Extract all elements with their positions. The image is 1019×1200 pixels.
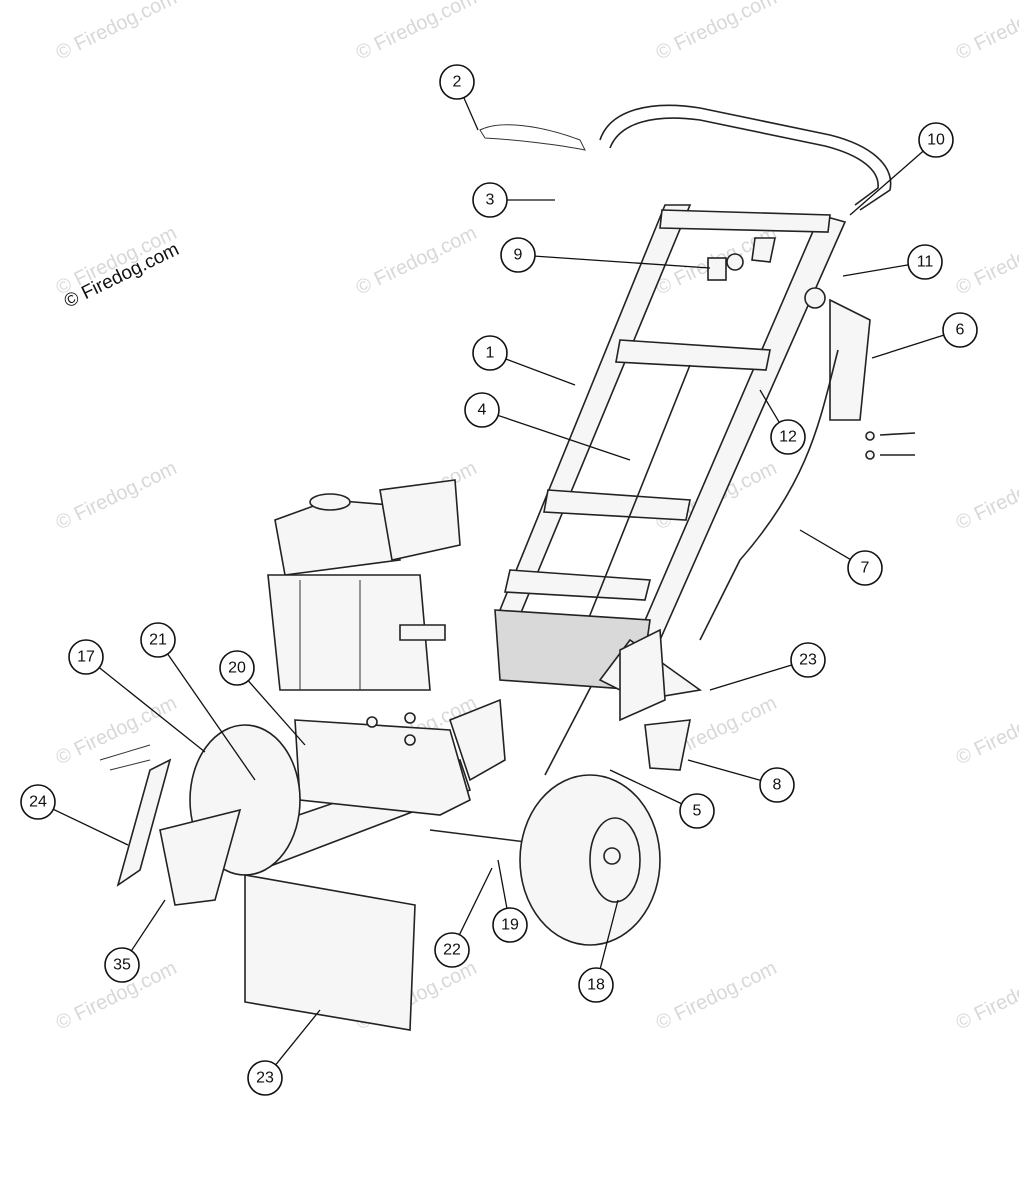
callout-number: 19 — [501, 917, 519, 934]
callout-number: 21 — [149, 632, 167, 649]
watermark-text: © Firedog.com — [353, 0, 481, 64]
callout-leader-line — [799, 529, 851, 560]
callout-circle — [472, 335, 508, 371]
callout-circle — [20, 784, 56, 820]
watermark-text: © Firedog.com — [953, 457, 1019, 534]
callout-leader-line — [53, 808, 129, 846]
callout-leader-line — [98, 667, 206, 753]
callout-circle — [759, 767, 795, 803]
callout-leader-line — [609, 769, 682, 805]
callout-number: 10 — [927, 132, 945, 149]
watermark-text: © Firedog.com — [953, 0, 1019, 64]
watermark-text: © Firedog.com — [653, 957, 781, 1034]
callout-circle — [918, 122, 954, 158]
callout-leader-line — [849, 150, 924, 216]
callout-number: 3 — [486, 192, 495, 209]
callout-circle — [500, 237, 536, 273]
callout-leader-line — [247, 680, 306, 746]
watermark-text: © Firedog.com — [953, 692, 1019, 769]
callout-circle — [439, 64, 475, 100]
watermark-text: © Firedog.com — [53, 0, 181, 64]
callout-circle — [679, 793, 715, 829]
callout-leader-line — [534, 255, 711, 269]
callout-circle — [104, 947, 140, 983]
callout-leader-line — [599, 899, 619, 969]
callout-leader-line — [497, 414, 631, 461]
callout-leader-line — [458, 867, 493, 936]
callout-leader-line — [130, 899, 166, 952]
callout-number: 12 — [779, 429, 797, 446]
callout-number: 7 — [861, 560, 870, 577]
tiller-base — [99, 698, 691, 1031]
callout-number: 1 — [486, 345, 495, 362]
engine — [267, 479, 461, 691]
callout-number: 24 — [29, 794, 47, 811]
callout-circle — [247, 1060, 283, 1096]
callout-circle — [942, 312, 978, 348]
callout-circle — [578, 967, 614, 1003]
watermark-text: © Firedog.com — [53, 457, 181, 534]
callout-leader-line — [463, 97, 479, 131]
callout-number: 5 — [693, 803, 702, 820]
callout-circle — [140, 622, 176, 658]
watermark-text: © Firedog.com — [953, 222, 1019, 299]
callout-number: 11 — [917, 254, 934, 271]
callout-leader-line — [167, 653, 256, 781]
callout-number: 23 — [256, 1070, 274, 1087]
callout-number: 9 — [514, 247, 523, 264]
callout-circle — [790, 642, 826, 678]
callout-number: 20 — [228, 660, 246, 677]
callout-circle — [907, 244, 943, 280]
callout-circle — [434, 932, 470, 968]
handle-assembly — [479, 104, 916, 776]
callout-number: 22 — [443, 942, 461, 959]
watermark-text: © Firedog.com — [653, 0, 781, 64]
callout-leader-line — [871, 334, 944, 359]
callout-leader-line — [687, 759, 761, 782]
callout-circle — [464, 392, 500, 428]
callout-number: 23 — [799, 652, 817, 669]
callout-number: 17 — [77, 649, 95, 666]
callout-leader-line — [497, 859, 508, 909]
callout-circle — [472, 182, 508, 218]
callout-leader-line — [842, 264, 909, 277]
callout-leader-line — [505, 358, 576, 386]
callout-leader-line — [759, 389, 780, 423]
callout-circle — [68, 639, 104, 675]
watermark-text: © Firedog.com — [353, 222, 481, 299]
callout-circle — [847, 550, 883, 586]
callout-number: 8 — [773, 777, 782, 794]
callout-number: 35 — [113, 957, 131, 974]
watermark-text: © Firedog.com — [53, 692, 181, 769]
callout-number: 6 — [956, 322, 965, 339]
callout-number: 2 — [453, 74, 462, 91]
callout-circle — [219, 650, 255, 686]
callout-leader-line — [709, 664, 792, 691]
callout-leader-line — [275, 1009, 321, 1066]
watermark-text: © Firedog.com — [953, 957, 1019, 1034]
callout-number: 18 — [587, 977, 605, 994]
callout-number: 4 — [478, 402, 487, 419]
callout-circle — [770, 419, 806, 455]
callout-circle — [492, 907, 528, 943]
